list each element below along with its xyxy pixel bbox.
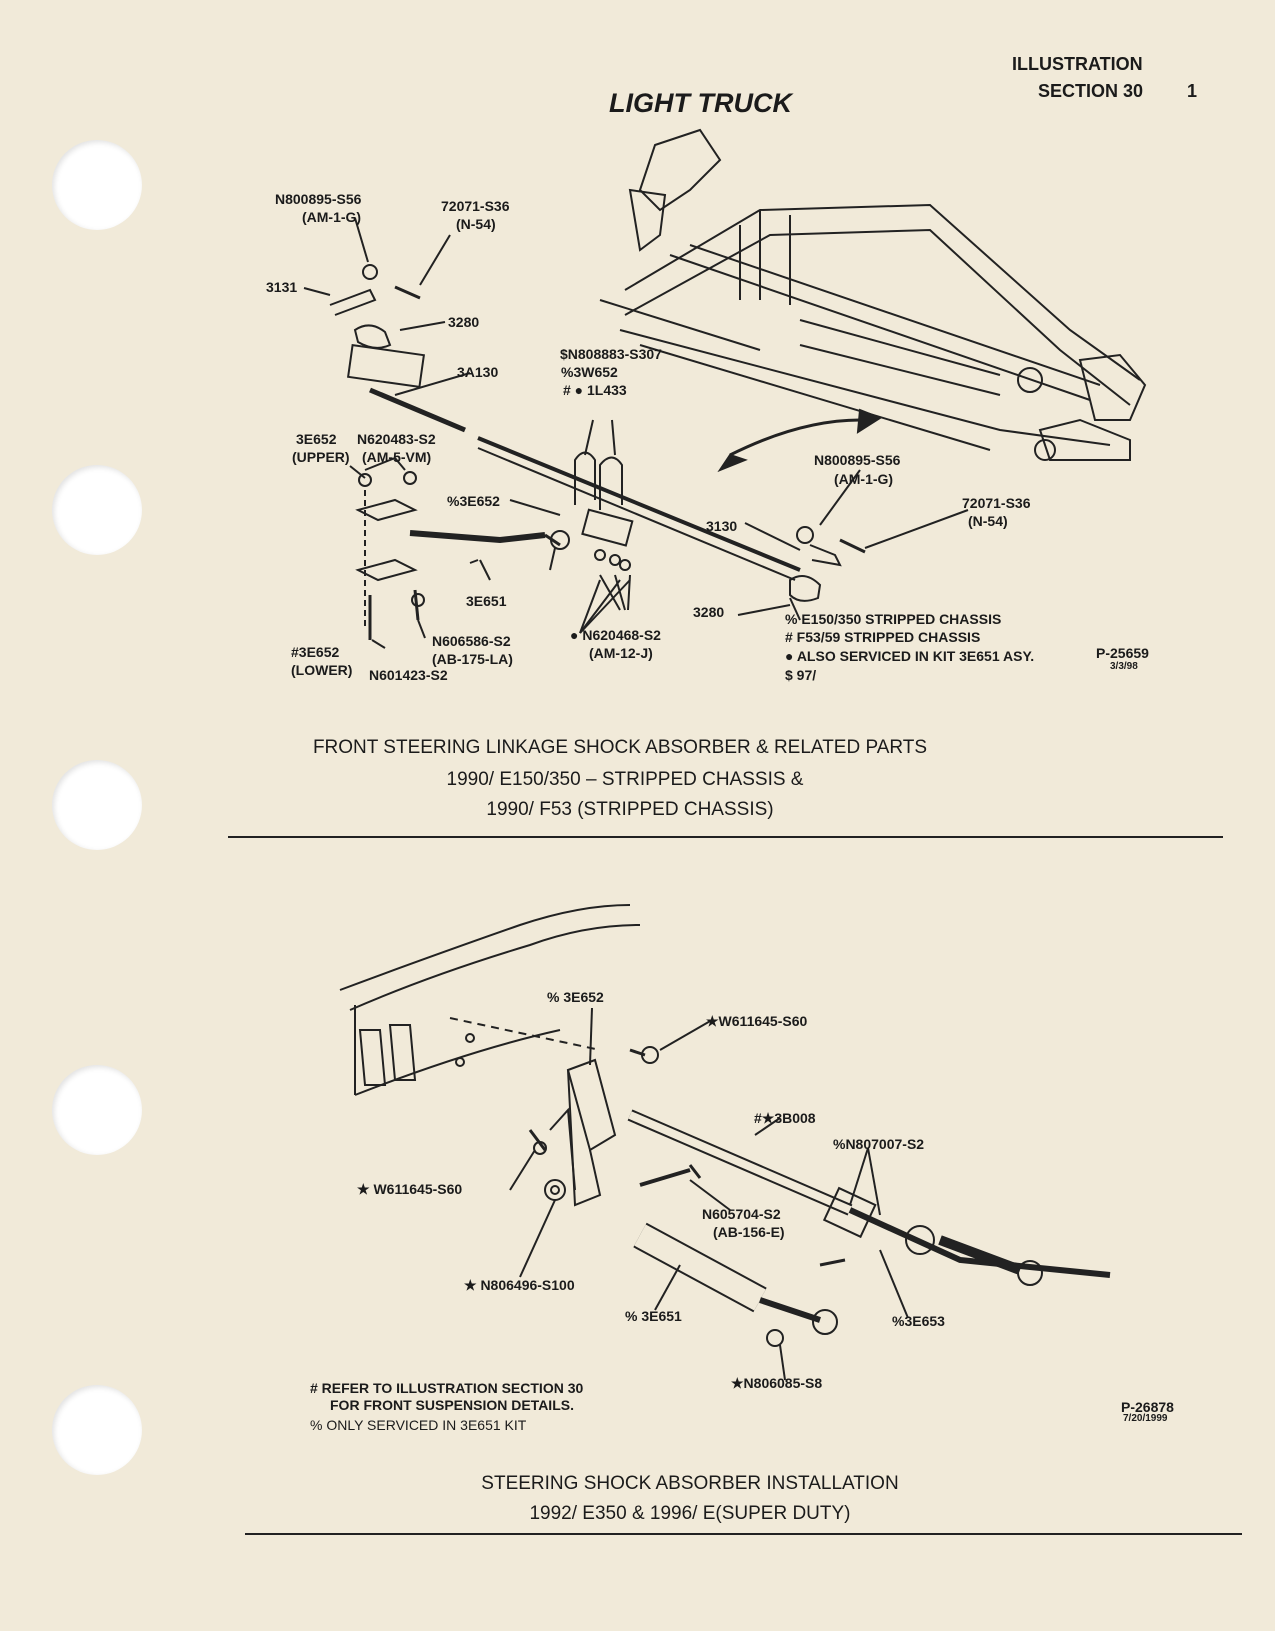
legend-item: $ 97/ [785,667,817,683]
caption-1-line-3: 1990/ F53 (STRIPPED CHASSIS) [486,799,774,820]
label-n806085: ★N806085-S8 [731,1375,823,1391]
binder-hole [52,140,142,230]
label-3e653: %3E653 [892,1313,945,1329]
label-3w652: %3W652 [561,364,618,380]
legend-item: # F53/59 STRIPPED CHASSIS [785,629,981,645]
label-3b008: #★3B008 [754,1110,816,1126]
page-title: LIGHT TRUCK [609,88,792,118]
label-am1g-top: (AM-1-G) [302,209,362,225]
footnote-line: FOR FRONT SUSPENSION DETAILS. [330,1397,574,1413]
label-ab156e: (AB-156-E) [713,1224,785,1240]
label-upper: (UPPER) [292,449,350,465]
label-n808883: $N808883-S307 [560,346,662,362]
label-72071-top: 72071-S36 [441,198,510,214]
label-n807007: %N807007-S2 [833,1136,925,1152]
label-3e651-d2: % 3E651 [625,1308,682,1324]
label-3e652-lower: #3E652 [291,644,340,660]
ref-code-1: P-25659 [1096,645,1149,661]
label-n800895-right: N800895-S56 [814,452,901,468]
caption-2-line-2: 1992/ E350 & 1996/ E(SUPER DUTY) [529,1503,851,1524]
label-n54-right: (N-54) [968,513,1008,529]
label-n601423: N601423-S2 [369,667,448,683]
binder-hole [52,1385,142,1475]
binder-hole [52,1065,142,1155]
label-n620483: N620483-S2 [357,431,436,447]
label-72071-right: 72071-S36 [962,495,1031,511]
label-n605704: N605704-S2 [702,1206,781,1222]
binder-hole [52,465,142,555]
label-3280-top: 3280 [448,314,480,330]
label-w611645-top: ★W611645-S60 [706,1013,808,1029]
footnote-line: # REFER TO ILLUSTRATION SECTION 30 [310,1380,584,1396]
ref-date-1: 3/3/98 [1110,661,1138,672]
caption-1-line-2: 1990/ E150/350 – STRIPPED CHASSIS & [446,769,804,790]
label-n606586: N606586-S2 [432,633,511,649]
label-am12j: (AM-12-J) [589,645,653,661]
label-n800895-top: N800895-S56 [275,191,362,207]
label-ab175la: (AB-175-LA) [432,651,513,667]
label-lower: (LOWER) [291,662,353,678]
caption-1-line-1: FRONT STEERING LINKAGE SHOCK ABSORBER & … [312,737,928,758]
legend-item: ● ALSO SERVICED IN KIT 3E651 ASY. [785,648,1035,664]
label-am5vm: (AM-5-VM) [362,449,432,465]
caption-2-line-1: STEERING SHOCK ABSORBER INSTALLATION [481,1473,899,1494]
label-3131: 3131 [266,279,298,295]
label-n620468: ● N620468-S2 [570,627,661,643]
label-3e652-upper: 3E652 [296,431,337,447]
footnote-line: % ONLY SERVICED IN 3E651 KIT [310,1417,527,1433]
label-pct-3e652: %3E652 [447,493,500,509]
label-1l433: # ● 1L433 [563,382,627,398]
binder-hole [52,760,142,850]
label-3e652-d2: % 3E652 [547,989,604,1005]
ref-code-2: P-26878 [1121,1399,1174,1415]
header-section: SECTION 30 [1038,81,1144,101]
label-3a130: 3A130 [457,364,499,380]
bottom-rule [245,1533,1242,1535]
label-w611645-left: ★ W611645-S60 [357,1181,463,1197]
legend-item: % E150/350 STRIPPED CHASSIS [785,611,1002,627]
header-illustration: ILLUSTRATION [1012,54,1143,74]
label-n54-top: (N-54) [456,216,496,232]
label-3e651: 3E651 [466,593,507,609]
label-3130: 3130 [706,518,738,534]
ref-date-2: 7/20/1999 [1123,1413,1168,1424]
label-am1g-right: (AM-1-G) [834,471,894,487]
divider-rule [228,836,1223,838]
page-number: 1 [1187,81,1198,101]
label-3280-bottom: 3280 [693,604,725,620]
label-n806496: ★ N806496-S100 [464,1277,575,1293]
